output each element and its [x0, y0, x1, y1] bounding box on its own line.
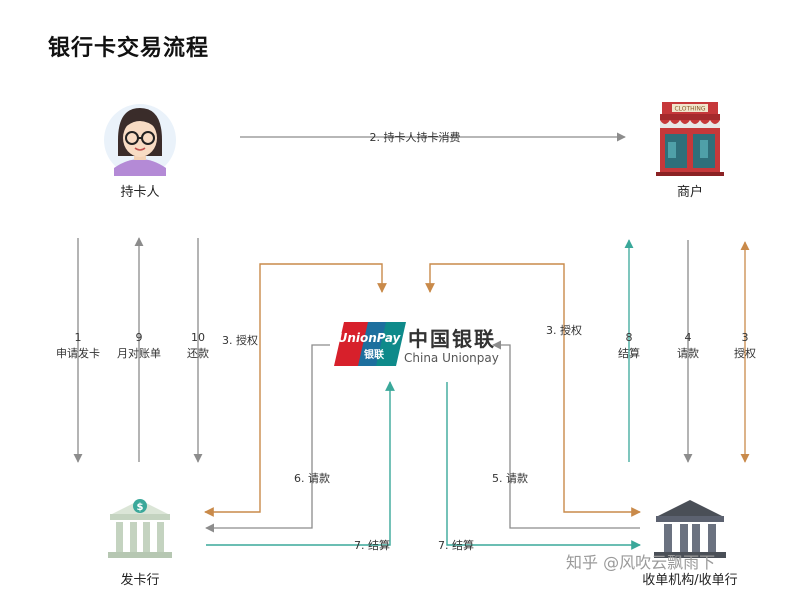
flow-label-repayment: 还款	[187, 346, 209, 360]
merchant-sign-text: CLOTHING	[674, 106, 705, 113]
flow-label-acquirer-request: 5. 请款	[492, 471, 528, 485]
unionpay-brand-cn: 中国银联	[408, 327, 496, 351]
flow-label-card-purchase: 2. 持卡人持卡消费	[370, 130, 461, 144]
flow-label-acquirer-authorization: 3. 授权	[546, 323, 582, 337]
flow-label-apply-card: 申请发卡	[56, 346, 100, 360]
flow-label-acquirer-settlement: 7. 结算	[438, 538, 474, 552]
unionpay-brand-cn-small: 银联	[364, 348, 384, 361]
flow-num-merchant-settlement: 8	[626, 331, 633, 344]
cardholder-icon	[104, 104, 176, 176]
flow-label-merchant-authorization: 授权	[734, 346, 756, 360]
arrow-issuer-authorization	[204, 263, 387, 517]
flow-label-merchant-settlement: 结算	[618, 346, 640, 360]
watermark: 知乎 @风吹云飘雨下	[566, 553, 715, 572]
arrow-acquirer-settlement	[446, 382, 641, 550]
flow-label-merchant-request: 请款	[677, 346, 699, 360]
acquirer-bank-icon	[654, 500, 726, 558]
flow-label-issuer-request: 6. 请款	[294, 471, 330, 485]
merchant-store-icon: CLOTHING	[656, 102, 724, 176]
issuer-dollar-sign: $	[137, 502, 144, 513]
arrow-acquirer-request	[492, 340, 640, 529]
flow-num-apply-card: 1	[75, 331, 82, 344]
page-title: 银行卡交易流程	[48, 36, 210, 61]
flow-num-monthly-statement: 9	[136, 331, 143, 344]
flow-num-merchant-request: 4	[685, 331, 692, 344]
issuer-bank-icon: $	[108, 499, 172, 558]
arrow-acquirer-authorization	[425, 263, 641, 517]
unionpay-logo: UnionPay 银联 中国银联 China Unionpay	[334, 322, 499, 366]
unionpay-brand-en: UnionPay	[338, 331, 402, 345]
merchant-label: 商户	[677, 184, 703, 200]
flow-label-monthly-statement: 月对账单	[117, 346, 161, 360]
cardholder-label: 持卡人	[120, 185, 159, 200]
flow-num-repayment: 10	[191, 331, 205, 344]
arrow-issuer-request	[205, 344, 330, 533]
issuer-label: 发卡行	[120, 572, 159, 588]
unionpay-brand-en-full: China Unionpay	[404, 351, 499, 365]
flow-label-issuer-authorization: 3. 授权	[222, 333, 258, 347]
flow-num-merchant-authorization: 3	[742, 331, 749, 344]
arrow-issuer-settlement	[206, 381, 395, 546]
flow-label-issuer-settlement: 7. 结算	[354, 538, 390, 552]
acquirer-label: 收单机构/收单行	[642, 573, 737, 588]
